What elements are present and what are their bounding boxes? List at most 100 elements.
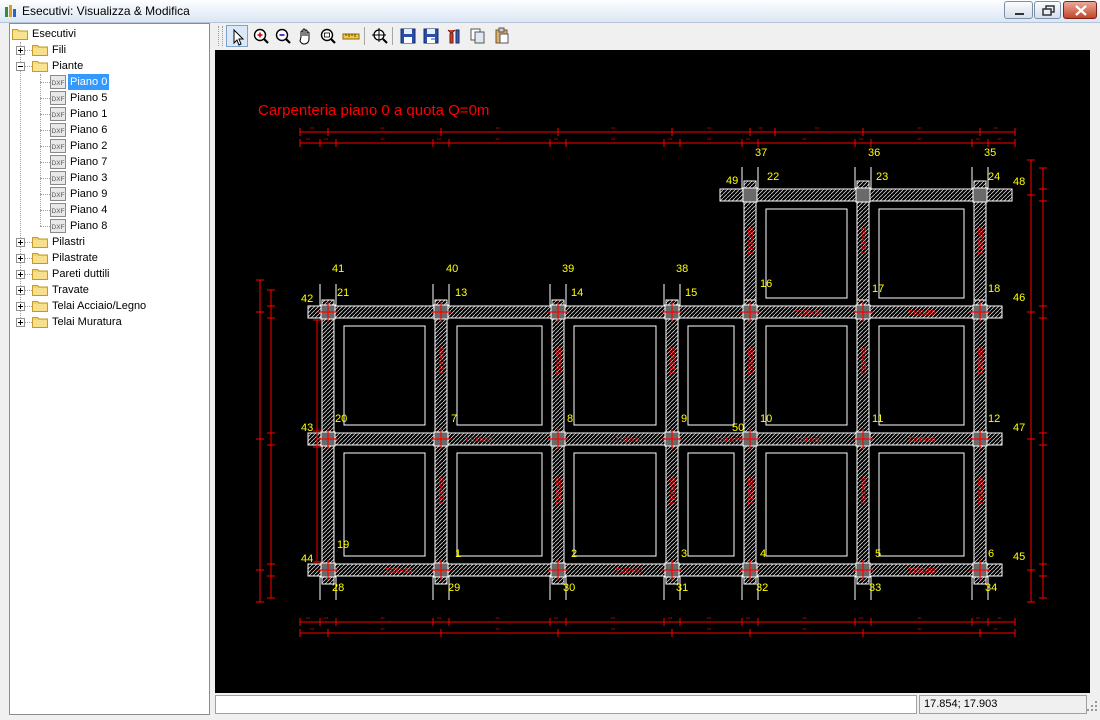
dimension-value: •••: [611, 125, 616, 130]
tree-guide-line: [40, 82, 50, 83]
zoom-window-tool[interactable]: [317, 25, 339, 47]
beam-label: T100x50: [439, 348, 446, 375]
restore-button[interactable]: [1034, 1, 1061, 19]
slab-panel: [765, 325, 848, 426]
slab-panel: [878, 208, 965, 299]
beam-label: T100x50: [795, 437, 822, 444]
expand-toggle[interactable]: [16, 238, 25, 247]
column-number: 2: [571, 548, 577, 560]
column-number: 41: [332, 263, 344, 275]
column-number: 21: [337, 287, 349, 299]
svg-text:DXF: DXF: [52, 160, 65, 167]
tree-item-telai-muratura[interactable]: Telai Muratura: [10, 314, 205, 330]
beam-label: T100x50: [861, 348, 868, 375]
beam-label: T100x50: [465, 437, 492, 444]
beam-label: T100x50: [748, 228, 755, 255]
dimension-value: •••: [437, 615, 442, 620]
expand-toggle[interactable]: [16, 302, 25, 311]
column-number: 1: [455, 548, 461, 560]
toolbar-separator: [364, 27, 365, 45]
column: [972, 187, 988, 203]
beam: [307, 432, 1003, 446]
dimension-value: •••: [707, 615, 712, 620]
resize-grip-icon[interactable]: [1087, 697, 1099, 713]
tree-guide-line: [40, 226, 50, 227]
dimension-value: •••: [381, 626, 386, 631]
save-as-tool[interactable]: [420, 25, 442, 47]
close-button[interactable]: [1063, 1, 1097, 19]
column-number: 40: [446, 263, 458, 275]
settings-tools-tool[interactable]: [443, 25, 465, 47]
tree-guide-line: [20, 290, 32, 291]
folder-icon: [32, 268, 48, 280]
dimension-value: •••: [918, 615, 923, 620]
expand-toggle[interactable]: [16, 254, 25, 263]
column-number: 31: [676, 582, 688, 594]
expand-toggle[interactable]: [16, 286, 25, 295]
zoom-extents-tool[interactable]: [369, 25, 391, 47]
minimize-button[interactable]: [1004, 1, 1033, 19]
zoom-window-icon: [320, 28, 336, 44]
tree-item-travate[interactable]: Travate: [10, 282, 205, 298]
paste-tool[interactable]: [491, 25, 513, 47]
toolbar-separator: [392, 27, 393, 45]
zoom-extents-icon: [372, 28, 388, 44]
tree-item-pilastri[interactable]: Pilastri: [10, 234, 205, 250]
zoom-out-tool[interactable]: [272, 25, 294, 47]
tree-item-telai-acciaio-legno[interactable]: Telai Acciaio/Legno: [10, 298, 205, 314]
dimension-value: •••: [496, 626, 501, 631]
beam-label: T100x50: [670, 348, 677, 375]
status-message: [215, 695, 917, 714]
tree-guide-line: [40, 210, 50, 211]
column-number: 48: [1013, 176, 1025, 188]
dimension-value: •••: [496, 615, 501, 620]
column-number: 42: [301, 293, 313, 305]
measure-ruler-tool[interactable]: [340, 25, 362, 47]
copy-tool[interactable]: [467, 25, 489, 47]
column-number: 11: [872, 413, 883, 425]
column-number: 22: [767, 171, 779, 183]
dxf-file-icon: DXF: [50, 155, 66, 169]
beam-label: T100x50: [908, 568, 935, 575]
toolbar-grip[interactable]: [218, 26, 223, 46]
tree-item-pilastrate[interactable]: Pilastrate: [10, 250, 205, 266]
tree-guide-line: [40, 98, 50, 99]
dimension-value: •••: [611, 136, 616, 141]
tree-item-label: Pilastri: [52, 236, 86, 248]
expand-toggle[interactable]: [16, 318, 25, 327]
zoom-in-tool[interactable]: [250, 25, 272, 47]
expand-toggle[interactable]: [16, 46, 25, 55]
dimension-value: •••: [306, 136, 311, 141]
expand-toggle[interactable]: [16, 270, 25, 279]
collapse-toggle[interactable]: [16, 62, 25, 71]
tree-guide-line: [40, 162, 50, 163]
tree-guide-line: [20, 322, 32, 323]
beam-label: T100x50: [795, 310, 822, 317]
tree-guide-line: [40, 114, 50, 115]
tree-item-piante[interactable]: Piante: [10, 58, 205, 74]
tree-item-pareti-duttili[interactable]: Pareti duttili: [10, 266, 205, 282]
column-number: 14: [571, 287, 583, 299]
dimension-value: •••: [998, 136, 1003, 141]
tree-item-label: Piano 9: [70, 188, 108, 200]
pan-hand-tool[interactable]: [294, 25, 316, 47]
select-arrow-tool[interactable]: [226, 25, 248, 47]
dxf-file-icon: DXF: [50, 203, 66, 217]
save-tool[interactable]: [397, 25, 419, 47]
slab-panel: [878, 452, 965, 557]
tree-item-fili[interactable]: Fili: [10, 42, 205, 58]
dimension-value: •••: [994, 125, 999, 130]
